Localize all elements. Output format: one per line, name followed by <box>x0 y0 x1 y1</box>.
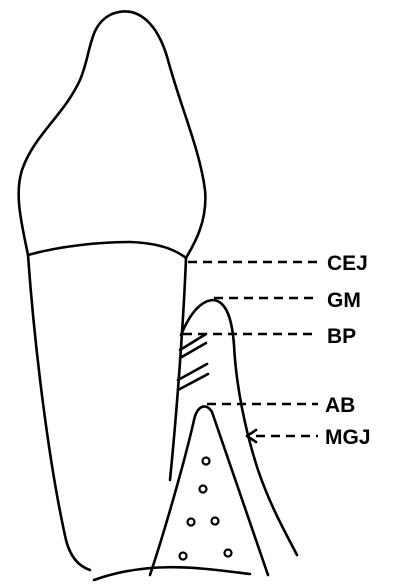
periodontal-fibers-upper <box>180 334 206 350</box>
mgj-label: MGJ <box>325 426 371 449</box>
bone-dot <box>212 518 219 525</box>
tooth-root-front-outline <box>28 255 90 570</box>
bone-dot <box>225 550 232 557</box>
tooth-root-back-outline <box>170 258 186 480</box>
bone-dot <box>180 553 187 560</box>
alveolar-bone-outline <box>150 406 268 575</box>
bp-label: BP <box>327 325 356 348</box>
ab-label: AB <box>325 394 355 417</box>
tooth-crown-outline <box>19 11 206 258</box>
soft-tissue-base-line <box>94 567 250 580</box>
cej-label: CEJ <box>327 252 368 275</box>
bone-dot <box>203 458 210 465</box>
cej-line <box>28 242 186 258</box>
bone-dot <box>188 519 195 526</box>
bone-dot <box>200 486 207 493</box>
periodontal-fibers-upper-2 <box>180 343 206 358</box>
gm-label: GM <box>327 289 361 312</box>
